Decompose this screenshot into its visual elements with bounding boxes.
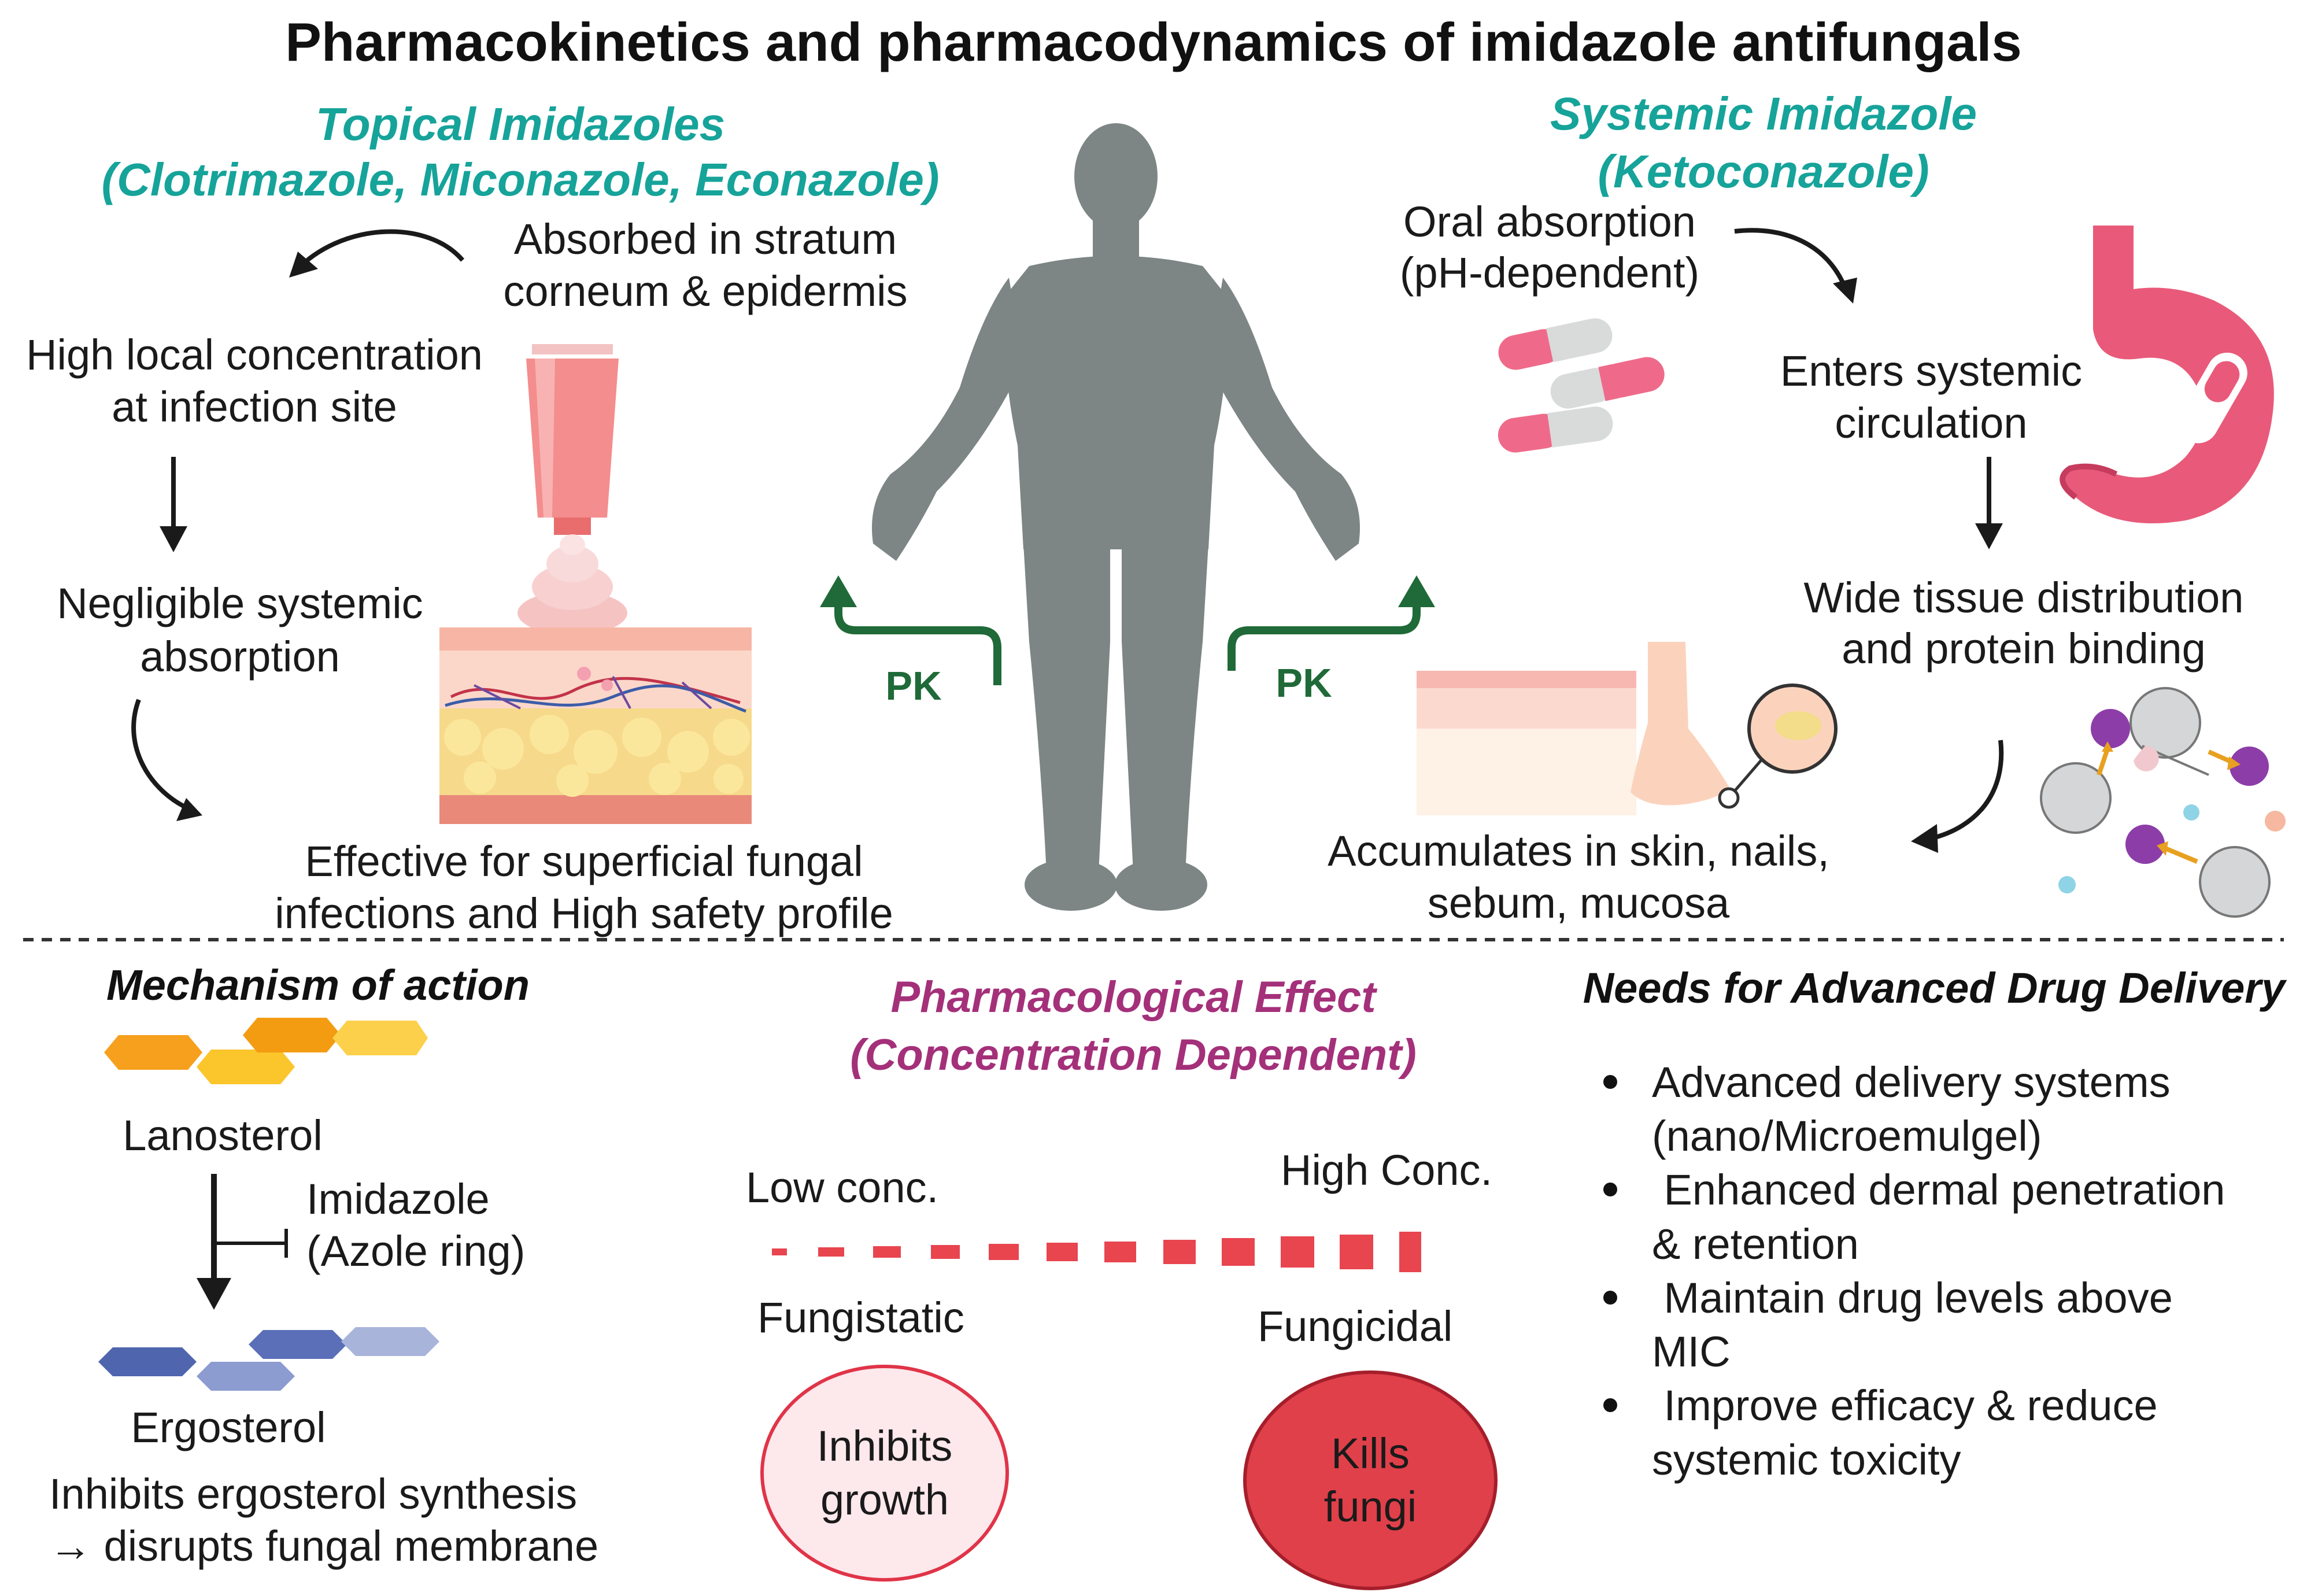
oral-line2: (pH-dependent) xyxy=(1399,249,1700,297)
lanosterol-structure-icon xyxy=(104,1018,428,1084)
down-arrow-enters-to-wide xyxy=(1975,457,2003,549)
effect-heading-line1: Pharmacological Effect xyxy=(890,973,1376,1022)
pk-arrow-right xyxy=(1228,575,1435,671)
cream-dollop-icon xyxy=(517,534,627,635)
needs-heading: Needs for Advanced Drug Delivery xyxy=(1583,964,2286,1012)
stomach-icon xyxy=(2060,226,2274,523)
inhibits-line1: Inhibits ergosterol synthesis xyxy=(49,1470,578,1518)
ergosterol-label: Ergosterol xyxy=(131,1403,326,1451)
negligible-line2: absorption xyxy=(140,633,340,681)
curved-arrow-negligible-to-effective xyxy=(131,699,202,821)
fungicidal-label: Fungicidal xyxy=(1258,1302,1453,1350)
kills-fungi-text: Kills fungi xyxy=(1323,1429,1417,1531)
low-conc-label: Low conc. xyxy=(746,1163,939,1211)
pk-arrow-left xyxy=(820,575,1001,685)
lanosterol-label: Lanosterol xyxy=(123,1111,323,1159)
effective-line1: Effective for superficial fungal xyxy=(305,837,863,885)
absorbed-line2: corneum & epidermis xyxy=(503,267,908,315)
enters-line2: circulation xyxy=(1835,399,2028,447)
oral-line1: Oral absorption xyxy=(1403,198,1696,246)
accumulates-line2: sebum, mucosa xyxy=(1427,879,1730,927)
section-divider xyxy=(23,938,2284,941)
foot-nail-icon xyxy=(1631,642,1838,809)
effect-heading-line2: (Concentration Dependent) xyxy=(850,1030,1417,1080)
curved-arrow-absorbed-to-local xyxy=(289,229,465,278)
page-title: Pharmacokinetics and pharmacodynamics of… xyxy=(285,12,2022,72)
skin-layer-icon xyxy=(1417,671,1636,815)
concentration-gradient-bar xyxy=(772,1232,1421,1272)
accumulates-line1: Accumulates in skin, nails, xyxy=(1328,827,1829,875)
curved-arrow-oral-to-enters xyxy=(1734,228,1857,304)
negligible-line1: Negligible systemic xyxy=(57,579,423,627)
down-arrow-lanosterol-to-ergosterol xyxy=(197,1174,288,1310)
capsules-icon xyxy=(1498,318,1665,453)
inhibits-growth-text: Inhibits growth xyxy=(816,1422,953,1524)
bullet-icon xyxy=(1603,1398,1617,1413)
needs-list: Advanced delivery systems(nano/Microemul… xyxy=(1599,1055,2293,1487)
bullet-icon xyxy=(1603,1290,1617,1305)
needs-item: Advanced delivery systems(nano/Microemul… xyxy=(1599,1055,2293,1163)
absorbed-line1: Absorbed in stratum xyxy=(513,215,897,263)
skin-cross-section-icon xyxy=(439,627,752,824)
topical-heading-line2: (Clotrimazole, Miconazole, Econazole) xyxy=(101,154,940,205)
high-conc-label: High Conc. xyxy=(1281,1146,1493,1194)
systemic-heading-line2: (Ketoconazole) xyxy=(1598,146,1929,197)
human-silhouette-icon xyxy=(872,123,1360,911)
local-concentration-line2: at infection site xyxy=(112,383,397,431)
fungistatic-label: Fungistatic xyxy=(757,1294,964,1342)
mechanism-heading: Mechanism of action xyxy=(106,961,530,1009)
protein-binding-icon xyxy=(2040,687,2286,918)
imidazole-line1: Imidazole xyxy=(306,1175,490,1223)
curved-arrow-wide-to-accumulates xyxy=(1911,740,2004,853)
ergosterol-structure-icon xyxy=(98,1327,439,1391)
wide-distribution-line2: and protein binding xyxy=(1842,625,2206,673)
pk-label-right: PK xyxy=(1275,660,1332,705)
imidazole-line2: (Azole ring) xyxy=(306,1227,526,1275)
bullet-icon xyxy=(1603,1075,1617,1089)
down-arrow-local-to-negligible xyxy=(160,457,187,552)
kills-fungi-circle: Kills fungi xyxy=(1243,1370,1498,1590)
topical-heading-line1: Topical Imidazoles xyxy=(315,98,726,150)
cream-tube-icon xyxy=(526,344,619,535)
enters-line1: Enters systemic xyxy=(1780,347,2083,395)
local-concentration-line1: High local concentration xyxy=(26,331,483,379)
pk-label-left: PK xyxy=(885,663,942,708)
inhibits-line2: → disrupts fungal membrane xyxy=(49,1522,599,1570)
bullet-icon xyxy=(1603,1183,1617,1197)
needs-item: Enhanced dermal penetration& retention xyxy=(1599,1163,2293,1270)
systemic-heading-line1: Systemic Imidazole xyxy=(1550,88,1977,139)
wide-distribution-line1: Wide tissue distribution xyxy=(1803,574,2244,622)
inhibits-growth-circle: Inhibits growth xyxy=(760,1365,1009,1582)
effective-line2: infections and High safety profile xyxy=(275,889,893,937)
